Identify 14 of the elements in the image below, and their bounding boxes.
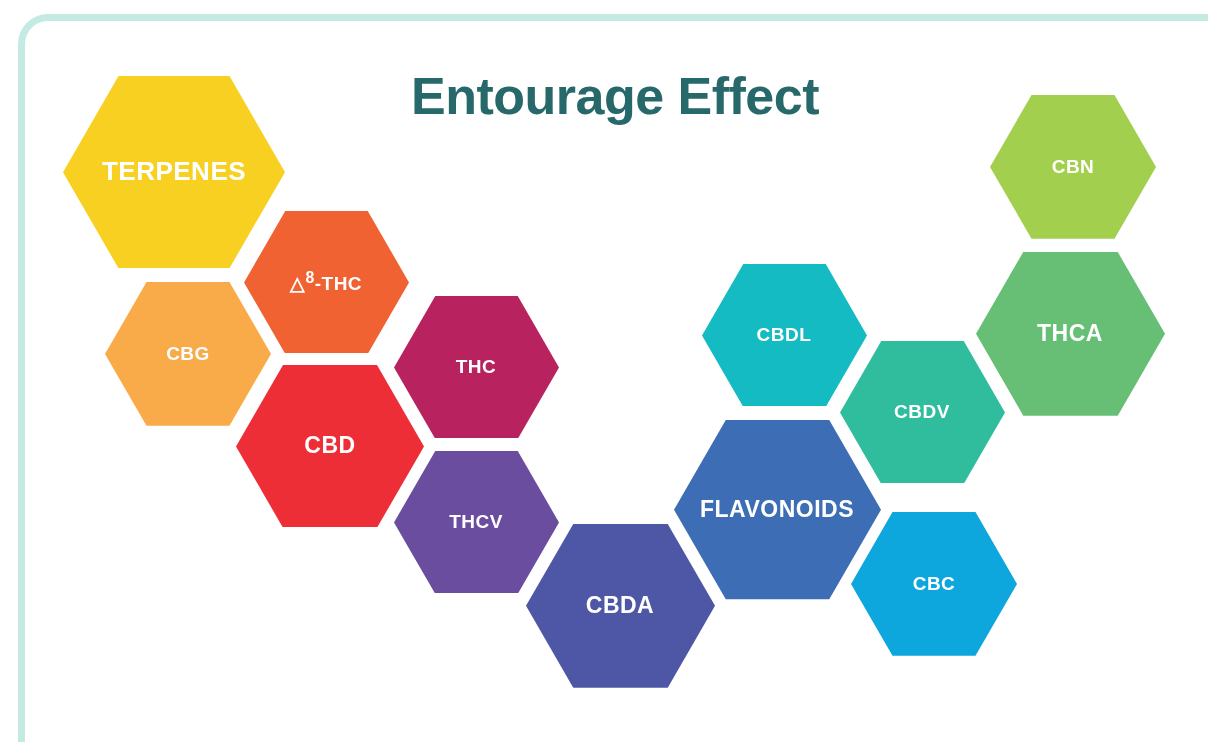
title: Entourage Effect xyxy=(409,66,821,126)
hexagon-label: TERPENES xyxy=(101,156,247,188)
hexagon-label: THCV xyxy=(449,511,503,533)
hexagon-label: CBG xyxy=(166,343,210,365)
hexagon-label: CBC xyxy=(912,573,956,595)
hexagon-label: CBDL xyxy=(756,324,812,346)
hexagon-label: FLAVONOIDS xyxy=(699,496,855,524)
hexagon-label: CBD xyxy=(304,432,356,460)
hexagon-label: THC xyxy=(455,356,497,378)
hexagon-label: CBDA xyxy=(585,592,655,620)
hexagon-label: CBDV xyxy=(894,401,950,423)
hexagon-label: CBN xyxy=(1051,156,1095,178)
hexagon-label: THCA xyxy=(1037,320,1103,348)
hexagon-label: △$^{8}$-THC xyxy=(289,268,363,296)
